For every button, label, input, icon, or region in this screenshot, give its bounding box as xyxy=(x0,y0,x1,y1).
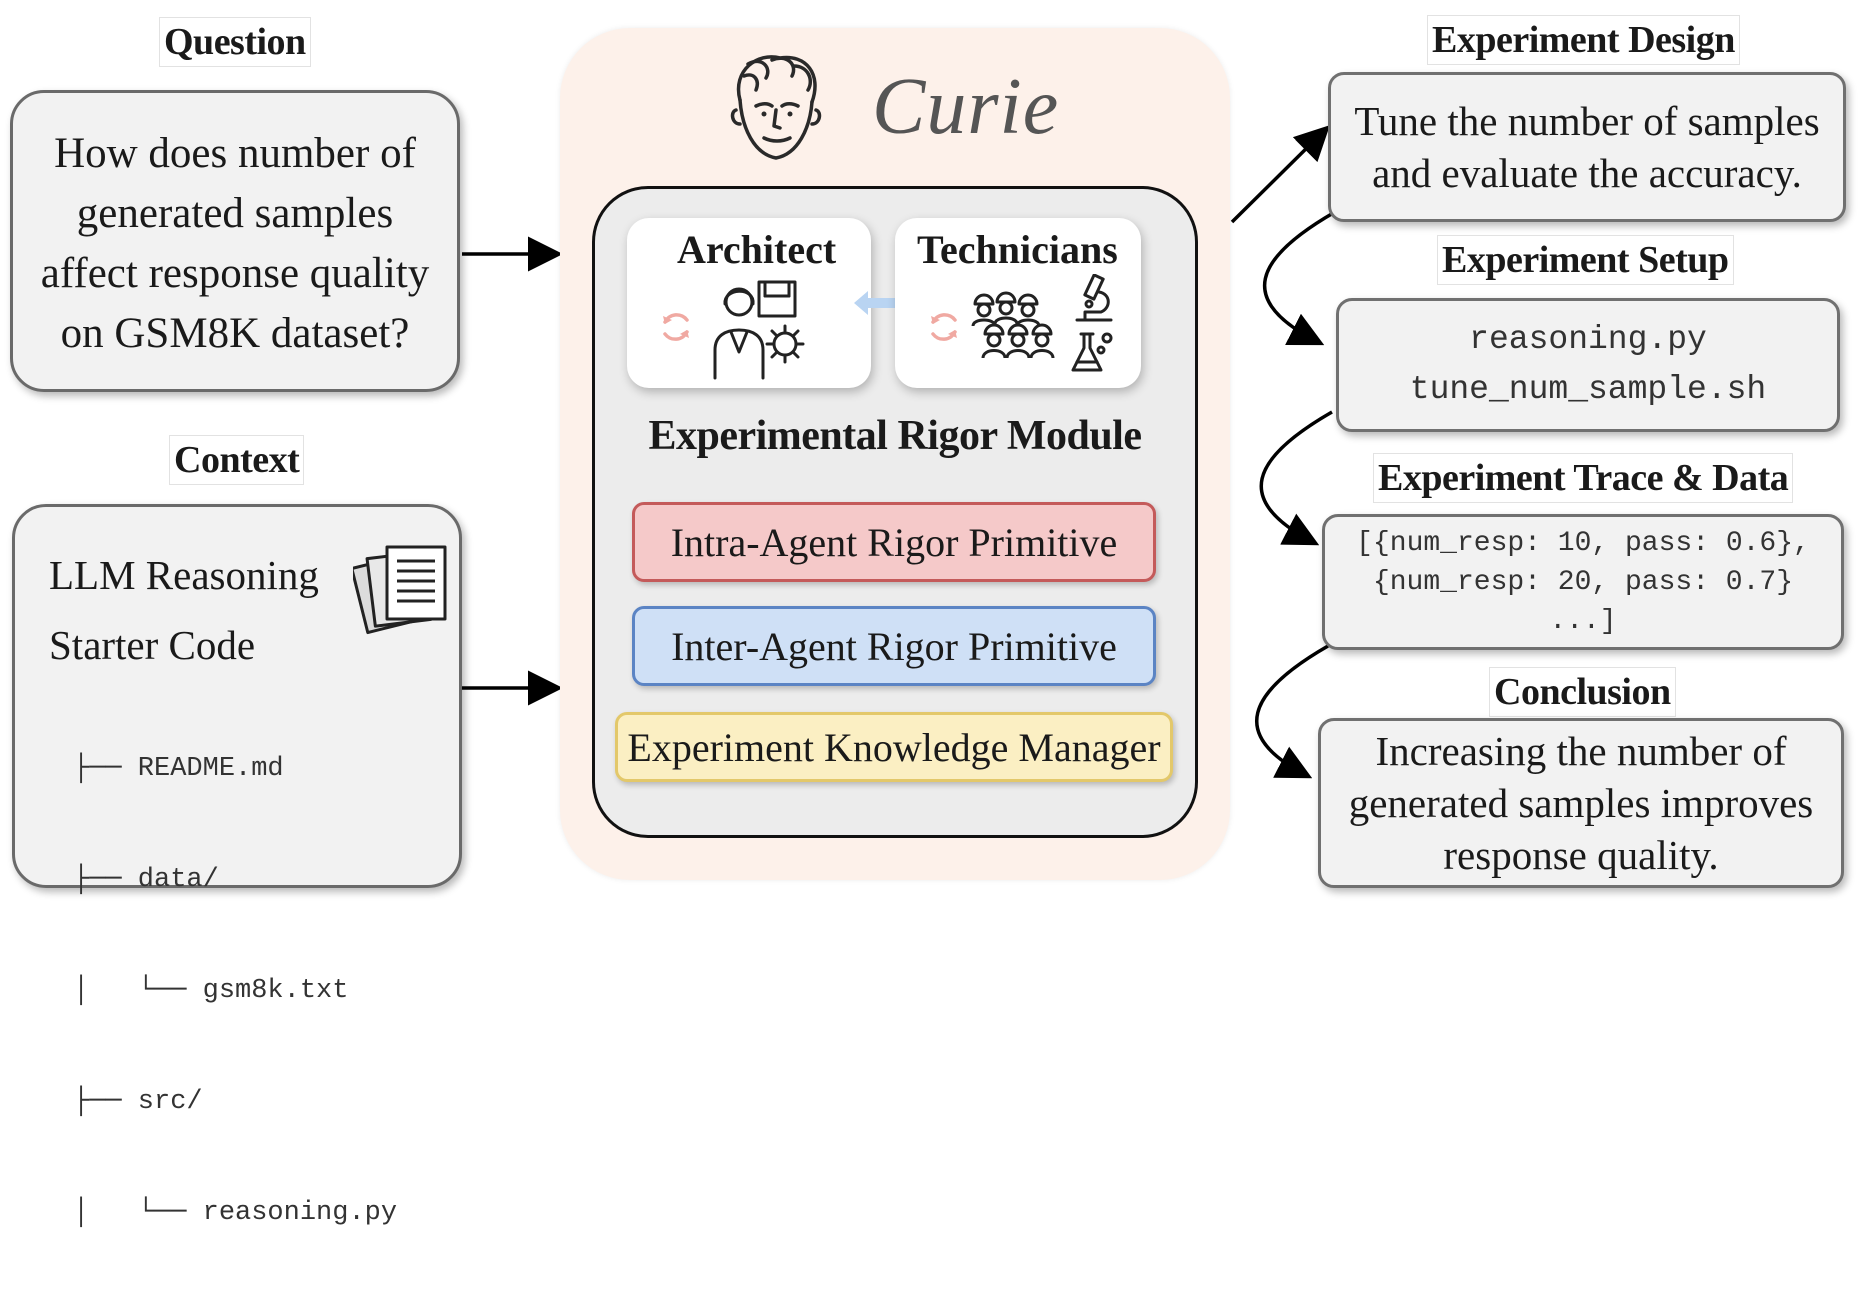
module-title: Experimental Rigor Module xyxy=(648,413,1142,459)
context-title: Context xyxy=(170,436,304,484)
trace-line: ...] xyxy=(1549,605,1617,637)
architect-title: Architect xyxy=(677,227,837,272)
architect-card: Architect xyxy=(627,218,871,388)
setup-file: reasoning.py xyxy=(1469,321,1707,358)
file-tree-item: ├── src/ xyxy=(73,1087,203,1117)
curie-face-icon xyxy=(730,55,822,160)
connector-arrows xyxy=(462,125,1336,779)
curie-name: Curie xyxy=(872,63,1060,151)
technicians-title: Technicians xyxy=(917,227,1118,272)
file-tree-item: ├── README.md xyxy=(73,754,284,784)
design-line: Tune the number of samples xyxy=(1354,98,1820,144)
question-line: How does number of xyxy=(54,130,416,177)
refresh-icon xyxy=(931,313,957,341)
experiment-setup-box: reasoning.py tune_num_sample.sh xyxy=(1336,298,1840,432)
file-tree: ├── README.md ├── data/ │ └── gsm8k.txt … xyxy=(73,677,397,1306)
trace-to-conclusion-arrow xyxy=(1254,644,1329,779)
question-title: Question xyxy=(160,18,310,66)
intra-agent-rigor-primitive: Intra-Agent Rigor Primitive xyxy=(632,502,1156,582)
llm-reasoning-label: LLM Reasoning xyxy=(49,552,319,598)
experiment-trace-box: [{num_resp: 10, pass: 0.6}, {num_resp: 2… xyxy=(1322,514,1844,650)
file-tree-item: │ └── reasoning.py xyxy=(73,1198,398,1228)
experiment-knowledge-manager: Experiment Knowledge Manager xyxy=(615,712,1173,782)
context-box: LLM Reasoning Starter Code ├── README.md… xyxy=(12,504,462,1228)
inter-agent-rigor-primitive: Inter-Agent Rigor Primitive xyxy=(632,606,1156,686)
conclusion-line: Increasing the number of xyxy=(1375,728,1787,774)
refresh-icon xyxy=(663,313,689,341)
question-line: affect response quality xyxy=(40,250,430,297)
question-text: How does number of generated samples aff… xyxy=(13,124,457,364)
technicians-card: Technicians xyxy=(895,218,1141,388)
question-line: generated samples xyxy=(76,190,394,237)
architect-person-icon xyxy=(713,280,805,380)
document-stack-icon xyxy=(353,545,447,635)
experiment-setup-title: Experiment Setup xyxy=(1438,236,1733,284)
experiment-design-box: Tune the number of samples and evaluate … xyxy=(1328,72,1846,222)
question-box: How does number of generated samples aff… xyxy=(10,90,460,392)
design-to-setup-arrow xyxy=(1262,210,1336,346)
microscope-icon xyxy=(1075,274,1113,322)
trace-line: [{num_resp: 10, pass: 0.6}, xyxy=(1356,527,1810,559)
bidirectional-arrow-icon xyxy=(854,291,916,315)
conclusion-box: Increasing the number of generated sampl… xyxy=(1318,718,1844,888)
curie-to-design-arrow xyxy=(1230,125,1330,224)
conclusion-line: generated samples improves xyxy=(1348,780,1814,826)
question-line: on GSM8K dataset? xyxy=(60,310,410,357)
experiment-trace-title: Experiment Trace & Data xyxy=(1374,454,1793,502)
trace-line: {num_resp: 20, pass: 0.7} xyxy=(1372,566,1794,598)
setup-file: tune_num_sample.sh xyxy=(1409,371,1767,408)
workers-group-icon xyxy=(971,291,1055,359)
conclusion-line: response quality. xyxy=(1443,832,1719,878)
conclusion-title: Conclusion xyxy=(1490,668,1675,716)
experiment-design-title: Experiment Design xyxy=(1428,16,1739,64)
file-tree-item: ├── data/ xyxy=(73,865,219,895)
design-line: and evaluate the accuracy. xyxy=(1372,150,1802,196)
setup-to-trace-arrow xyxy=(1259,410,1333,546)
file-tree-item: │ └── gsm8k.txt xyxy=(73,976,349,1006)
starter-code-label: Starter Code xyxy=(49,622,256,668)
flask-icon xyxy=(1071,332,1113,372)
